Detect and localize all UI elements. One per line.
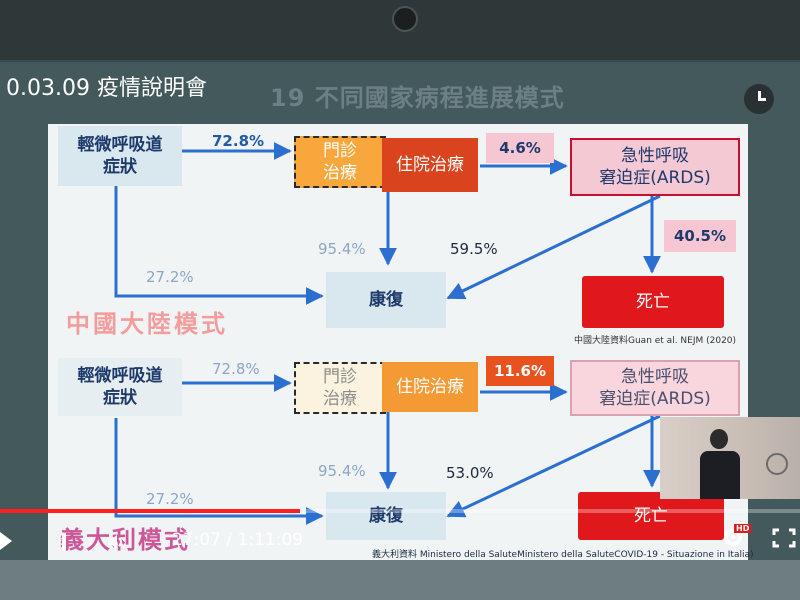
box-recovery-it: 康復 xyxy=(326,492,446,540)
monitor-bezel-bottom xyxy=(0,560,800,600)
webcam-icon xyxy=(392,6,418,32)
box-inpatient-cn: 住院治療 xyxy=(382,138,478,192)
pct-start-to-outpatient-cn: 72.8% xyxy=(212,132,265,150)
time-current: 27:07 xyxy=(172,530,221,550)
pct-start-to-recovery-it: 27.2% xyxy=(146,490,194,508)
podium-logo-icon xyxy=(766,453,788,475)
box-ards-cn: 急性呼吸 窘迫症(ARDS) xyxy=(570,138,740,196)
slide xyxy=(48,124,748,560)
time-display: 27:07 / 1:11:09 xyxy=(172,530,303,550)
hd-badge: HD xyxy=(734,524,752,533)
pct-ards-to-death-cn: 40.5% xyxy=(664,220,736,252)
pct-ards-to-recovery-cn: 59.5% xyxy=(450,240,498,258)
gear-icon[interactable] xyxy=(722,526,744,548)
clock-icon[interactable] xyxy=(744,84,774,114)
progress-track[interactable] xyxy=(0,509,800,513)
pct-ards-to-recovery-it: 53.0% xyxy=(446,464,494,482)
arrow-ards-to-recovery-cn xyxy=(446,194,661,300)
pct-inpatient-to-ards-it: 11.6% xyxy=(486,356,554,386)
fullscreen-icon[interactable] xyxy=(772,528,796,548)
progress-bar[interactable] xyxy=(0,509,300,513)
box-death-it: 死亡 xyxy=(578,492,724,540)
arrow-ards-to-recovery-it xyxy=(446,414,661,518)
region-label-china: 中國大陸模式 xyxy=(66,310,228,338)
time-separator: / xyxy=(221,530,238,550)
time-total: 1:11:09 xyxy=(237,530,304,550)
arrow-start-to-recovery-it xyxy=(114,418,324,525)
pct-start-to-recovery-cn: 27.2% xyxy=(146,268,194,286)
citation-china: 中國大陸資料Guan et al. NEJM (2020) xyxy=(574,336,737,346)
video-title[interactable]: 0.03.09 疫情說明會 xyxy=(6,76,207,101)
next-icon[interactable] xyxy=(62,533,66,551)
region-label-italy: 義大利模式 xyxy=(60,526,190,554)
pct-to-recovery-it: 95.4% xyxy=(318,462,366,480)
box-mild-symptoms-it: 輕微呼吸道 症狀 xyxy=(58,358,182,416)
box-outpatient-cn: 門診 治療 xyxy=(294,136,386,188)
arrow-start-to-recovery-cn xyxy=(114,186,324,305)
slide-heading: 19 不同國家病程進展模式 xyxy=(270,84,565,112)
pct-start-to-outpatient-it: 72.8% xyxy=(212,360,260,378)
volume-icon[interactable] xyxy=(106,532,126,552)
citation-italy: 義大利資料 Ministero della SaluteMinistero de… xyxy=(372,550,754,560)
box-death-cn: 死亡 xyxy=(582,276,724,328)
pct-to-recovery-cn: 95.4% xyxy=(318,240,366,258)
box-recovery-cn: 康復 xyxy=(326,272,446,328)
play-icon[interactable] xyxy=(0,532,12,550)
box-inpatient-it: 住院治療 xyxy=(382,362,478,412)
speaker-video-thumbnail[interactable] xyxy=(660,417,800,499)
box-mild-symptoms-cn: 輕微呼吸道 症狀 xyxy=(58,126,182,186)
speaker-figure xyxy=(700,423,740,499)
pct-inpatient-to-ards-cn: 4.6% xyxy=(486,133,554,163)
box-outpatient-it: 門診 治療 xyxy=(294,362,386,414)
box-ards-it: 急性呼吸 窘迫症(ARDS) xyxy=(570,360,740,416)
